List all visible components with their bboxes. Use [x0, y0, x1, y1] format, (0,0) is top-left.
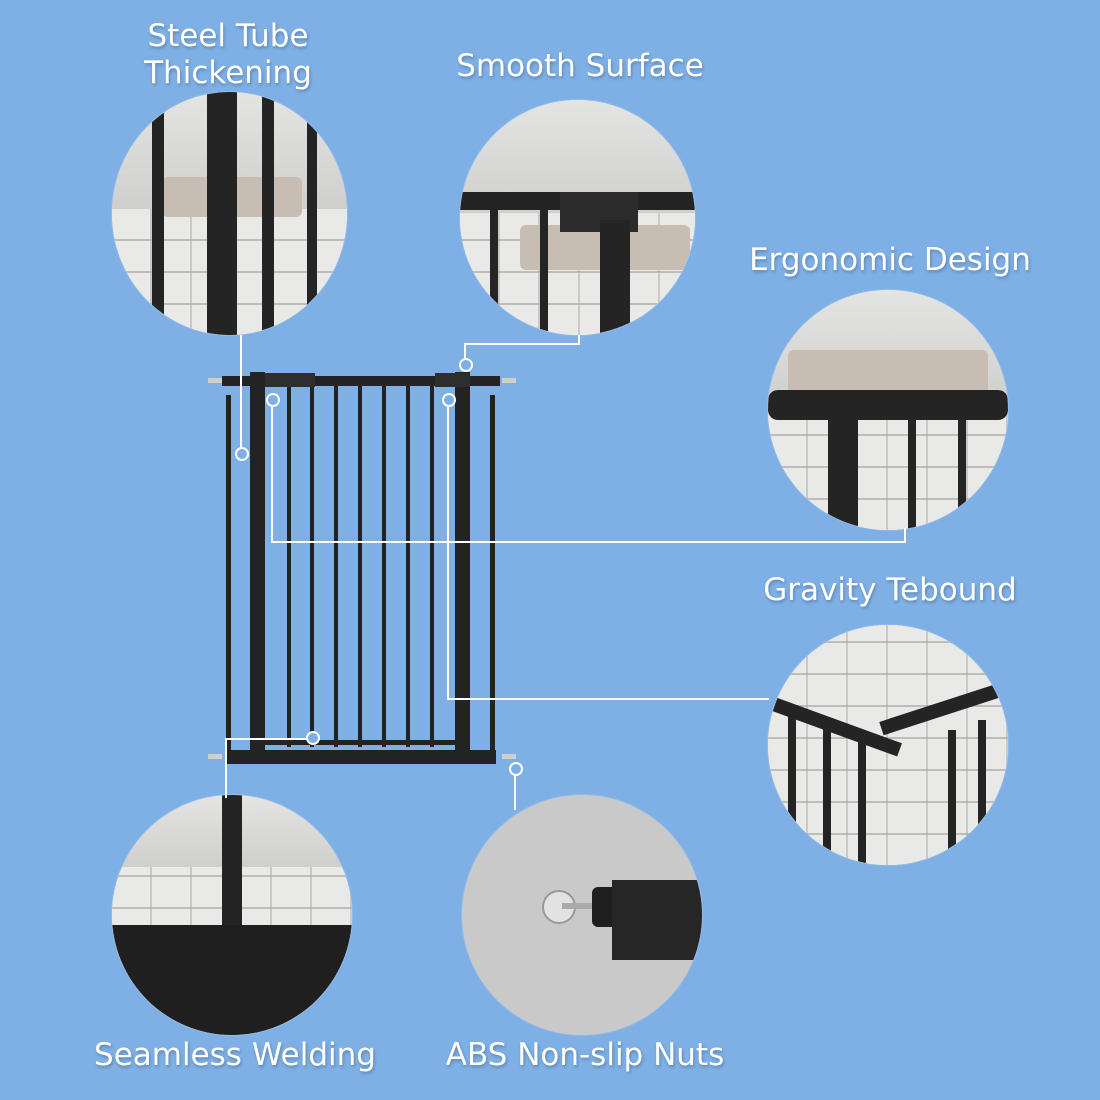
detail-image-gravity-rebound — [768, 625, 1008, 865]
detail-image-smooth-surface — [460, 100, 695, 335]
callout-dot-steel-tube — [235, 447, 249, 461]
detail-image-seamless-welding — [112, 795, 352, 1035]
pressure-knob-top-right — [502, 378, 516, 383]
callout-dot-abs-nuts — [509, 762, 523, 776]
callout-dot-gravity-rebound — [442, 393, 456, 407]
callout-dot-smooth-surface — [459, 358, 473, 372]
feature-label-seamless-welding: Seamless Welding — [94, 1037, 376, 1073]
detail-image-steel-tube — [112, 92, 347, 335]
callout-dot-ergonomic-design — [266, 393, 280, 407]
pressure-knob-top-left — [208, 378, 222, 383]
feature-label-ergonomic-design: Ergonomic Design — [749, 242, 1031, 278]
pressure-knob-bottom-right — [502, 754, 516, 759]
feature-label-smooth-surface: Smooth Surface — [456, 48, 704, 84]
feature-label-steel-tube: Steel Tube Thickening — [128, 18, 328, 92]
steel-tube-line1: Steel Tube — [147, 18, 309, 54]
pressure-knob-bottom-left — [208, 754, 222, 759]
detail-image-abs-nuts — [462, 795, 702, 1035]
feature-label-gravity-rebound: Gravity Tebound — [763, 572, 1017, 608]
steel-tube-line2: Thickening — [144, 55, 312, 91]
callout-dot-seamless-welding — [306, 731, 320, 745]
detail-image-ergonomic-design — [768, 290, 1008, 530]
feature-label-abs-nuts: ABS Non-slip Nuts — [445, 1037, 725, 1073]
